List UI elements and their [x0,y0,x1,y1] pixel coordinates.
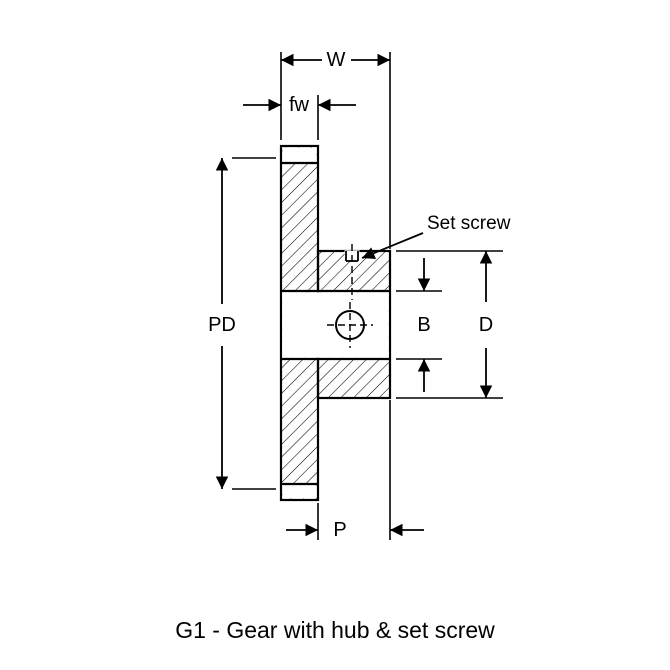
dim-label-bore: B [417,314,430,336]
dim-label-hub-diameter: D [479,314,493,336]
dim-label-face-width: fw [289,94,310,116]
extension-lines [232,52,503,540]
set-screw-label: Set screw [427,213,511,234]
tooth-band-top [282,147,317,163]
dim-label-overall-width: W [327,49,346,71]
caption: G1 - Gear with hub & set screw [175,617,495,643]
tooth-band-bottom [282,484,317,499]
set-screw-leader-line [361,232,424,260]
gear-body [279,144,392,502]
dim-label-pitch-diameter: PD [208,314,236,336]
dim-label-hub-projection: P [333,519,346,541]
